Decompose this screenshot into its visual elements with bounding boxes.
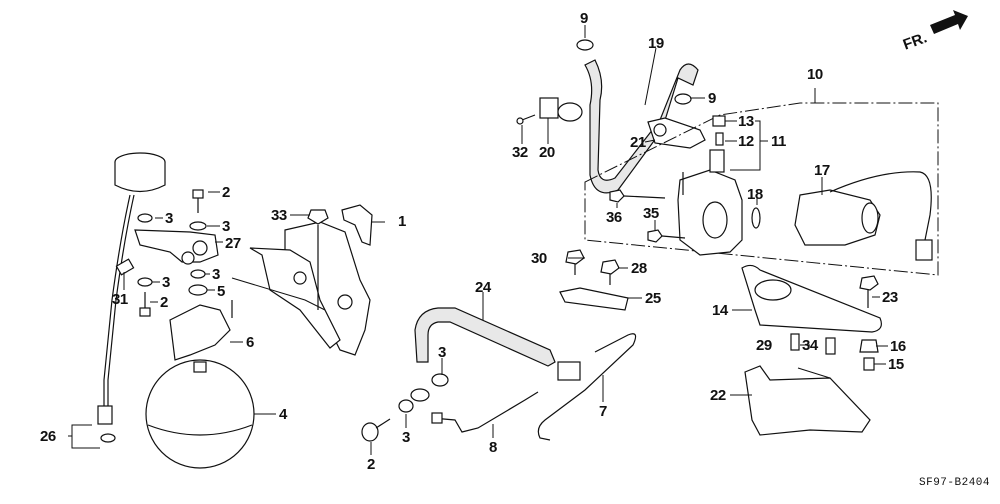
hose-bracket-21 (647, 117, 706, 149)
pipe-8-fitting (431, 412, 443, 424)
banjo-bolt (361, 418, 391, 442)
pipe-8 (431, 391, 539, 433)
callout-9[interactable]: 9 (708, 90, 716, 107)
callout-4[interactable]: 4 (279, 406, 287, 423)
reservoir-cap (97, 152, 166, 443)
callout-11[interactable]: 11 (771, 133, 786, 150)
callout-3[interactable]: 3 (165, 210, 173, 227)
callout-6[interactable]: 6 (246, 334, 254, 351)
callout-16[interactable]: 16 (890, 338, 906, 355)
callout-20[interactable]: 20 (539, 144, 555, 161)
assembly-outline (584, 102, 939, 276)
callout-19[interactable]: 19 (648, 35, 664, 52)
callout-15[interactable]: 15 (888, 356, 904, 373)
bolts-36-35 (609, 189, 686, 243)
callout-13[interactable]: 13 (738, 113, 754, 130)
callout-12[interactable]: 12 (738, 133, 754, 150)
callout-23[interactable]: 23 (882, 289, 898, 306)
callout-18[interactable]: 18 (747, 186, 763, 203)
plate-25 (559, 287, 629, 311)
callout-17[interactable]: 17 (814, 162, 830, 179)
mounting-bracket (249, 209, 371, 356)
callout-24[interactable]: 24 (475, 279, 491, 296)
callout-3[interactable]: 3 (212, 266, 220, 283)
accumulator-sphere (145, 359, 255, 469)
callout-21[interactable]: 21 (630, 134, 646, 151)
callout-10[interactable]: 10 (807, 66, 823, 83)
callout-8[interactable]: 8 (489, 439, 497, 456)
leader-line (231, 277, 326, 311)
diagram-code: SF97-B2404 (919, 477, 991, 489)
joint-27 (134, 229, 219, 265)
bracket-6 (169, 300, 233, 361)
callout-2[interactable]: 2 (160, 294, 168, 311)
callout-5[interactable]: 5 (217, 283, 225, 300)
bracket-14 (741, 264, 882, 333)
callout-3[interactable]: 3 (222, 218, 230, 235)
pipe-7 (537, 333, 637, 441)
callout-29[interactable]: 29 (756, 337, 772, 354)
callout-30[interactable]: 30 (531, 250, 547, 267)
callout-leaders (68, 25, 888, 455)
callout-35[interactable]: 35 (643, 205, 659, 222)
callout-3[interactable]: 3 (438, 344, 446, 361)
leader-line (797, 367, 831, 379)
callout-36[interactable]: 36 (606, 209, 622, 226)
callout-2[interactable]: 2 (367, 456, 375, 473)
o-ring (751, 207, 761, 229)
callout-34[interactable]: 34 (802, 337, 818, 354)
hose-19 (584, 59, 699, 194)
arrow-right-icon (930, 10, 968, 34)
callout-25[interactable]: 25 (645, 290, 661, 307)
bolt-23 (859, 275, 879, 308)
small-fasteners-right (790, 333, 879, 371)
callout-9[interactable]: 9 (580, 10, 588, 27)
callout-22[interactable]: 22 (710, 387, 726, 404)
callout-1[interactable]: 1 (398, 213, 406, 230)
bolts-30-28 (565, 249, 620, 285)
callout-2[interactable]: 2 (222, 184, 230, 201)
pump-body (677, 149, 743, 256)
bracket-22 (744, 365, 871, 436)
callout-33[interactable]: 33 (271, 207, 287, 224)
callout-3[interactable]: 3 (162, 274, 170, 291)
callout-31[interactable]: 31 (112, 291, 128, 308)
bleeder-parts (712, 115, 726, 146)
bracket-1 (341, 204, 373, 246)
motor-17 (794, 171, 933, 261)
callout-14[interactable]: 14 (712, 302, 728, 319)
callout-3[interactable]: 3 (402, 429, 410, 446)
callout-27[interactable]: 27 (225, 235, 241, 252)
callout-32[interactable]: 32 (512, 144, 528, 161)
callout-26[interactable]: 26 (40, 428, 56, 445)
high-pressure-hose-24 (398, 307, 581, 413)
callout-7[interactable]: 7 (599, 403, 607, 420)
hose-clip (576, 39, 692, 105)
clamp-20 (516, 97, 583, 125)
callout-28[interactable]: 28 (631, 260, 647, 277)
